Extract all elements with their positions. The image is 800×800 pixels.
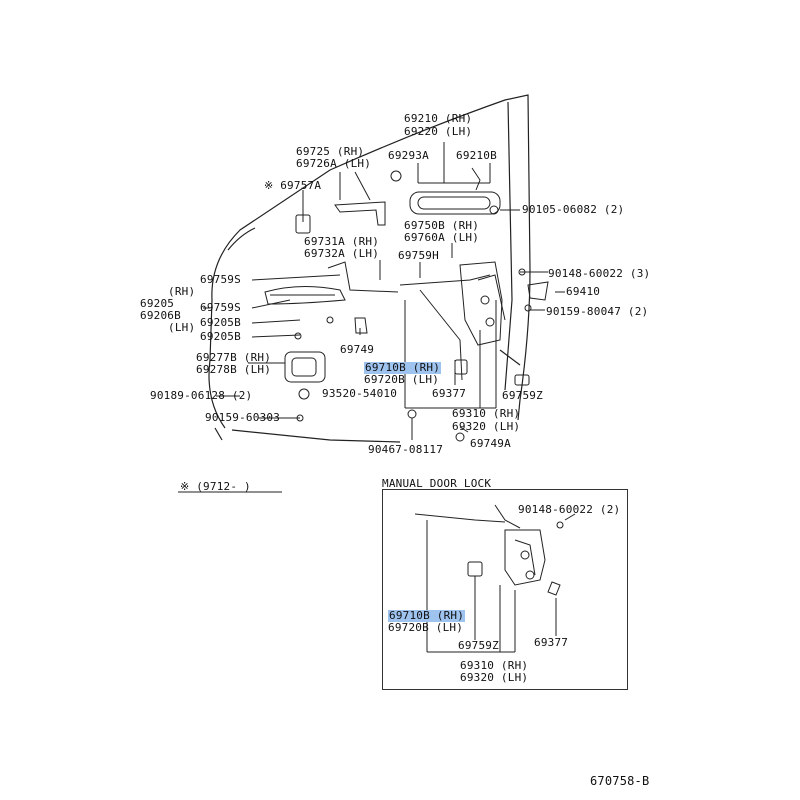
part-label-69759S-b: 69759S bbox=[200, 301, 241, 314]
part-label-LH: (LH) bbox=[168, 321, 196, 334]
part-label-69320-main: 69320 (LH) bbox=[452, 420, 521, 433]
part-label-90105: 90105-06082 (2) bbox=[522, 203, 625, 216]
part-label-69377-main: 69377 bbox=[432, 387, 467, 400]
part-label-90467: 90467-08117 bbox=[368, 443, 444, 456]
part-label-69720B-main: 69720B (LH) bbox=[364, 373, 440, 386]
part-label-69377-inset: 69377 bbox=[534, 636, 569, 649]
part-label-69720B-inset: 69720B (LH) bbox=[388, 621, 464, 634]
part-label-69760A: 69760A (LH) bbox=[404, 231, 480, 244]
part-label-69320-inset: 69320 (LH) bbox=[460, 671, 529, 684]
part-label-69293A: 69293A bbox=[388, 149, 429, 162]
parts-main bbox=[264, 167, 549, 442]
part-label-93520: 93520-54010 bbox=[322, 387, 398, 400]
part-label-69759Z-inset: 69759Z bbox=[458, 639, 499, 652]
part-label-90148-inset: 90148-60022 (2) bbox=[518, 503, 621, 516]
date-range-note: ※ (9712- ) bbox=[180, 480, 251, 493]
door-outline bbox=[208, 94, 531, 443]
part-label-69731A: 69731A (RH) bbox=[304, 235, 380, 248]
part-label-69759Z-main: 69759Z bbox=[502, 389, 543, 402]
part-label-69726A: 69726A (LH) bbox=[296, 157, 372, 170]
part-label-69206B: 69206B bbox=[140, 309, 181, 322]
part-label-69205B-b: 69205B bbox=[200, 330, 241, 343]
part-label-69759H: 69759H bbox=[398, 249, 439, 262]
part-label-69205B-a: 69205B bbox=[200, 316, 241, 329]
part-label-90159-80047: 90159-80047 (2) bbox=[546, 305, 649, 318]
part-label-90189: 90189-06128 (2) bbox=[150, 389, 253, 402]
part-label-90159-60303: 90159-60303 bbox=[205, 411, 281, 424]
part-label-69210: 69210 (RH) bbox=[404, 112, 473, 125]
part-label-69759S-a: 69759S bbox=[200, 273, 241, 286]
part-label-69205: 69205 bbox=[140, 297, 175, 310]
part-label-90148-main: 90148-60022 (3) bbox=[548, 267, 651, 280]
part-label-RH: (RH) bbox=[168, 285, 196, 298]
part-label-69410: 69410 bbox=[566, 285, 601, 298]
part-label-69757A: ※ 69757A bbox=[264, 179, 322, 192]
inset-art bbox=[414, 504, 576, 653]
part-label-69710B-main: 69710B (RH) bbox=[364, 361, 442, 374]
part-label-69278B: 69278B (LH) bbox=[196, 363, 272, 376]
part-label-69710B-inset: 69710B (RH) bbox=[388, 609, 466, 622]
part-label-69732A: 69732A (LH) bbox=[304, 247, 380, 260]
part-label-69749: 69749 bbox=[340, 343, 375, 356]
catalog-number: 670758-B bbox=[590, 774, 650, 788]
part-label-69749A: 69749A bbox=[470, 437, 511, 450]
part-label-69750B: 69750B (RH) bbox=[404, 219, 480, 232]
part-label-69210B: 69210B bbox=[456, 149, 497, 162]
part-label-69277B: 69277B (RH) bbox=[196, 351, 272, 364]
part-label-69220: 69220 (LH) bbox=[404, 125, 473, 138]
manual-lock-title: MANUAL DOOR LOCK bbox=[382, 477, 492, 490]
manual-lock-frame bbox=[382, 489, 628, 690]
part-label-69310-main: 69310 (RH) bbox=[452, 407, 521, 420]
part-label-69725: 69725 (RH) bbox=[296, 145, 365, 158]
part-label-69310-inset: 69310 (RH) bbox=[460, 659, 529, 672]
